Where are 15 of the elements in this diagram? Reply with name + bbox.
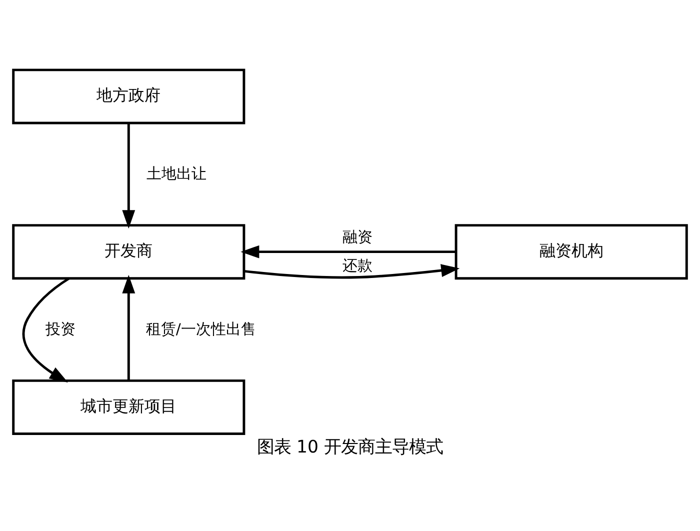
node-box: 地方政府 xyxy=(12,68,246,124)
edge-label: 租赁/一次性出售 xyxy=(146,320,256,338)
caption: 图表 10 开发商主导模式 xyxy=(257,436,443,457)
arrow xyxy=(240,244,456,258)
edge-label: 投资 xyxy=(45,320,76,338)
edge-label: 融资 xyxy=(342,228,373,246)
arrow xyxy=(122,274,136,380)
arrow xyxy=(22,276,70,382)
arrow xyxy=(122,122,136,228)
node-box: 融资机构 xyxy=(454,224,688,280)
edge-label: 土地出让 xyxy=(146,165,207,182)
node-box: 开发商 xyxy=(12,224,246,280)
edge-label: 还款 xyxy=(342,256,373,274)
arrow xyxy=(244,264,460,278)
node-box: 城市更新项目 xyxy=(12,378,246,434)
